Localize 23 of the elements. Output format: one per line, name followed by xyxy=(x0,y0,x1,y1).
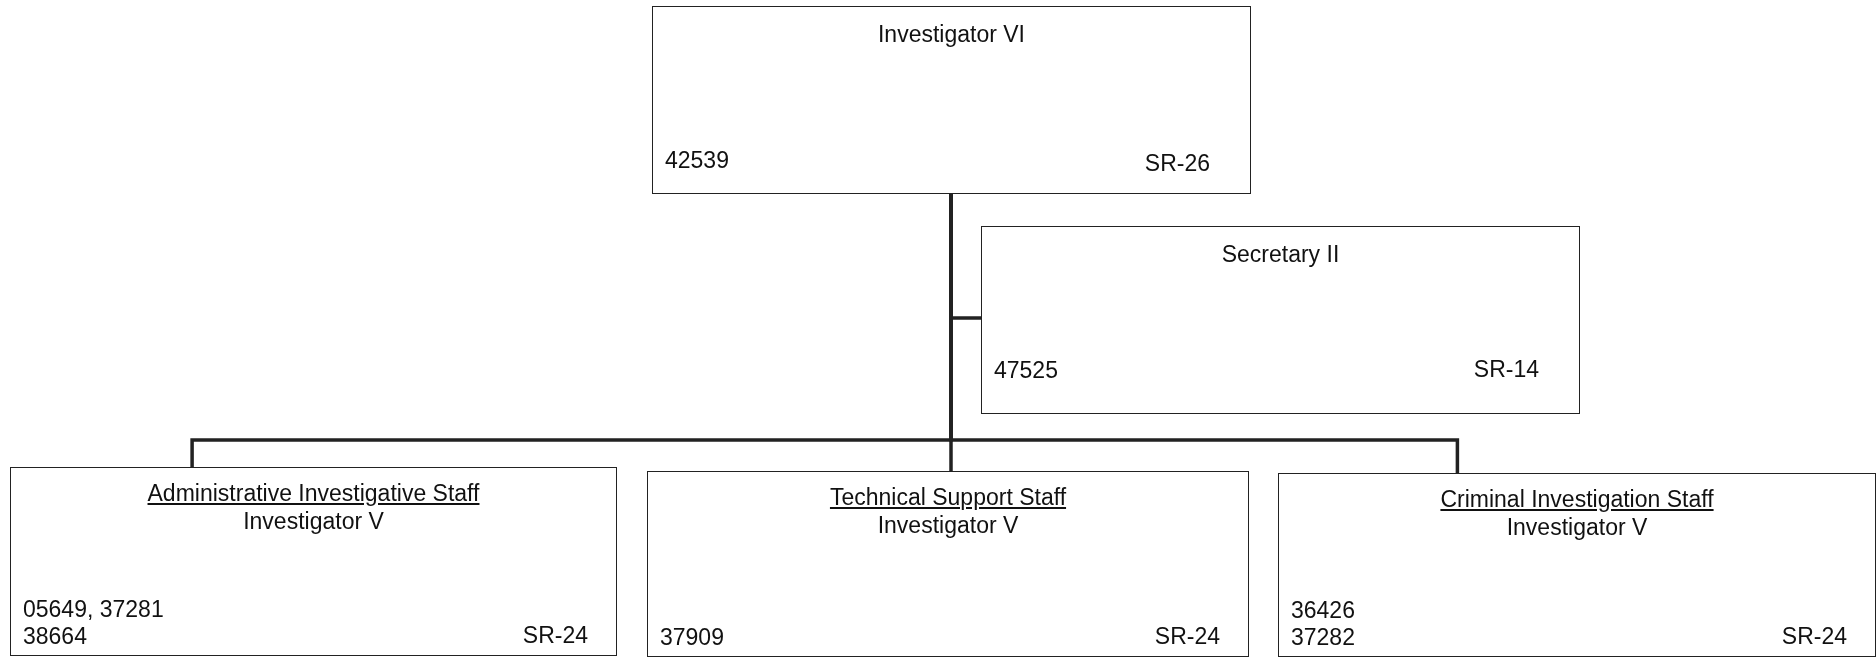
unit-heading: Criminal Investigation Staff xyxy=(1440,486,1714,513)
position-box xyxy=(10,467,617,656)
position-box xyxy=(981,226,1580,414)
position-title: Investigator V xyxy=(243,508,384,535)
salary-grade: SR-26 xyxy=(1144,150,1210,177)
position-title: Investigator V xyxy=(1506,514,1648,541)
position-title: Investigator VI xyxy=(878,21,1025,48)
position-numbers: 42539 xyxy=(665,146,729,173)
position-numbers: 47525 xyxy=(994,356,1058,383)
unit-heading: Technical Support Staff xyxy=(829,484,1067,511)
position-numbers: 05649, 37281 38664 xyxy=(23,596,165,649)
position-numbers: 36426 37282 xyxy=(1291,597,1356,650)
position-box xyxy=(647,471,1249,657)
salary-grade: SR-24 xyxy=(1781,623,1847,650)
position-box xyxy=(652,6,1251,194)
position-title: Investigator V xyxy=(877,512,1019,539)
position-box xyxy=(1278,473,1876,657)
salary-grade: SR-24 xyxy=(1154,623,1220,650)
position-title: Secretary II xyxy=(1221,241,1340,268)
salary-grade: SR-24 xyxy=(522,622,588,649)
position-numbers: 37909 xyxy=(660,623,724,650)
unit-heading: Administrative Investigative Staff xyxy=(147,480,480,507)
salary-grade: SR-14 xyxy=(1473,356,1539,383)
